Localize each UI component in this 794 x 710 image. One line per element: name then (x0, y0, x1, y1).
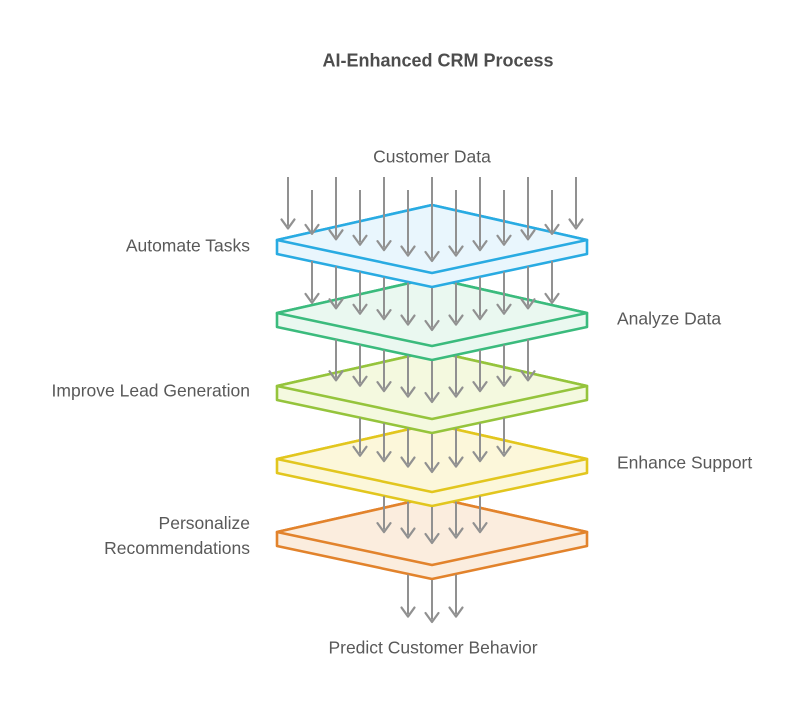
flow-arrow-head (304, 223, 320, 235)
sink-node-label: Predict Customer Behavior (328, 637, 538, 658)
flow-arrow-head (352, 445, 368, 457)
flow-arrow-head (304, 292, 320, 304)
flow-arrow-head (400, 245, 416, 257)
flow-arrow-head (448, 245, 464, 257)
flow-arrow-head (328, 370, 344, 382)
flow-arrow-head (472, 522, 488, 534)
layer-label-enhance-support: Enhance Support (617, 452, 753, 473)
flow-arrow-head (448, 386, 464, 398)
layer-label-improve-lead-generation: Improve Lead Generation (51, 380, 250, 401)
flow-arrow-head (472, 381, 488, 393)
flow-arrow-head (544, 292, 560, 304)
flow-arrow-head (424, 391, 440, 404)
flow-arrow-head (280, 218, 296, 230)
flow-arrow-head (376, 381, 392, 393)
flow-arrow-head (400, 606, 416, 618)
flow-arrow-head (544, 223, 560, 235)
flow-arrow-head (376, 309, 392, 321)
flow-arrow-head (400, 527, 416, 539)
flow-arrow-head (400, 456, 416, 468)
flow-arrow-head (496, 234, 512, 246)
layer-label-automate-tasks: Automate Tasks (125, 235, 250, 256)
flow-arrow-head (424, 461, 440, 474)
flow-arrow-head (448, 456, 464, 468)
flow-arrow-head (376, 451, 392, 463)
flow-arrow-head (352, 303, 368, 315)
flow-arrow-head (424, 611, 440, 624)
flow-arrow-head (328, 298, 344, 310)
flow-arrow-head (568, 218, 584, 230)
flow-arrow-head (376, 240, 392, 252)
flow-arrow-head (424, 532, 440, 545)
flow-arrow-head (520, 298, 536, 310)
flow-arrow-head (448, 314, 464, 326)
flow-arrow-head (352, 234, 368, 246)
flow-arrow-head (400, 386, 416, 398)
flow-arrow-head (496, 445, 512, 457)
layer-label-personalize-recommendations: Personalize Recommendations (104, 513, 250, 558)
flow-arrow-head (520, 229, 536, 241)
source-node-label: Customer Data (373, 146, 491, 167)
flow-arrow-head (424, 319, 440, 332)
flow-arrow-head (472, 451, 488, 463)
flow-arrow-head (472, 309, 488, 321)
diagram-title: AI-Enhanced CRM Process (322, 50, 554, 71)
flow-arrow-head (328, 229, 344, 241)
flow-arrow-head (448, 606, 464, 618)
flow-arrow-head (448, 527, 464, 539)
layer-label-analyze-data: Analyze Data (617, 308, 722, 329)
flow-arrow-head (472, 240, 488, 252)
flow-arrow-head (424, 250, 440, 263)
flow-arrow-head (496, 303, 512, 315)
flow-arrow-head (496, 375, 512, 387)
flow-arrow-head (352, 375, 368, 387)
flow-arrow-head (520, 370, 536, 382)
flow-arrow-head (400, 314, 416, 326)
flow-arrow-head (376, 522, 392, 534)
